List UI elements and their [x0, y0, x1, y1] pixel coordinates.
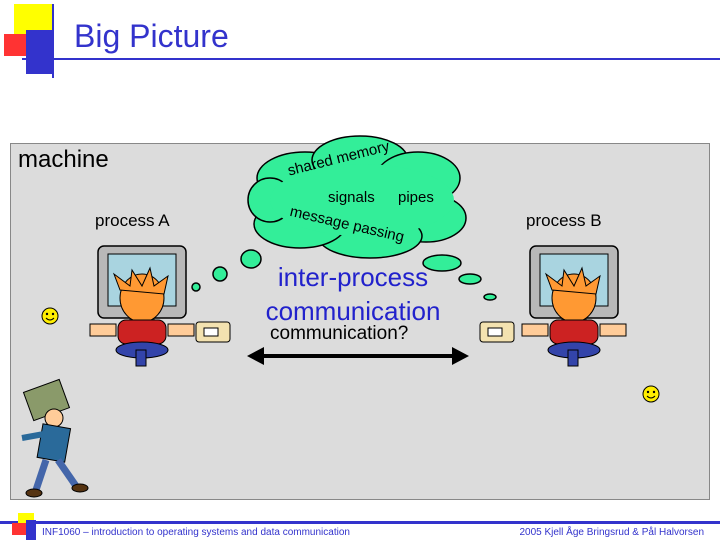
thought-bubbles-left: [191, 249, 262, 292]
footer-deco-blue: [26, 520, 36, 540]
communication-question: communication?: [270, 323, 409, 344]
footer-course: INF1060 – introduction to operating syst…: [42, 527, 350, 538]
computer-b-illustration: [479, 245, 627, 367]
title-deco-blue: [26, 30, 52, 74]
slide-title: Big Picture: [74, 18, 229, 54]
cloud-item-signals: signals: [328, 189, 375, 206]
machine-label: machine: [18, 146, 109, 173]
process-b-label: process B: [526, 211, 602, 230]
smiley-icon: [642, 385, 660, 403]
thought-bubbles-right: [422, 254, 497, 301]
footer-line: [0, 521, 720, 524]
cloud-item-pipes: pipes: [398, 189, 434, 206]
thought-cloud: [247, 135, 467, 259]
computer-a-illustration: [89, 245, 231, 367]
process-a-label: process A: [95, 211, 170, 230]
title-underline: [22, 58, 720, 60]
footer-authors: 2005 Kjell Åge Bringsrud & Pål Halvorsen: [519, 527, 704, 538]
ipc-line-1: inter-process: [277, 262, 429, 292]
smiley-icon: [41, 307, 59, 325]
communication-arrow: [247, 347, 469, 365]
ipc-heading: inter-process communication: [238, 260, 468, 328]
title-deco-vline: [52, 4, 54, 78]
ipc-line-2: communication: [265, 296, 441, 326]
walking-person-illustration: [21, 378, 89, 498]
